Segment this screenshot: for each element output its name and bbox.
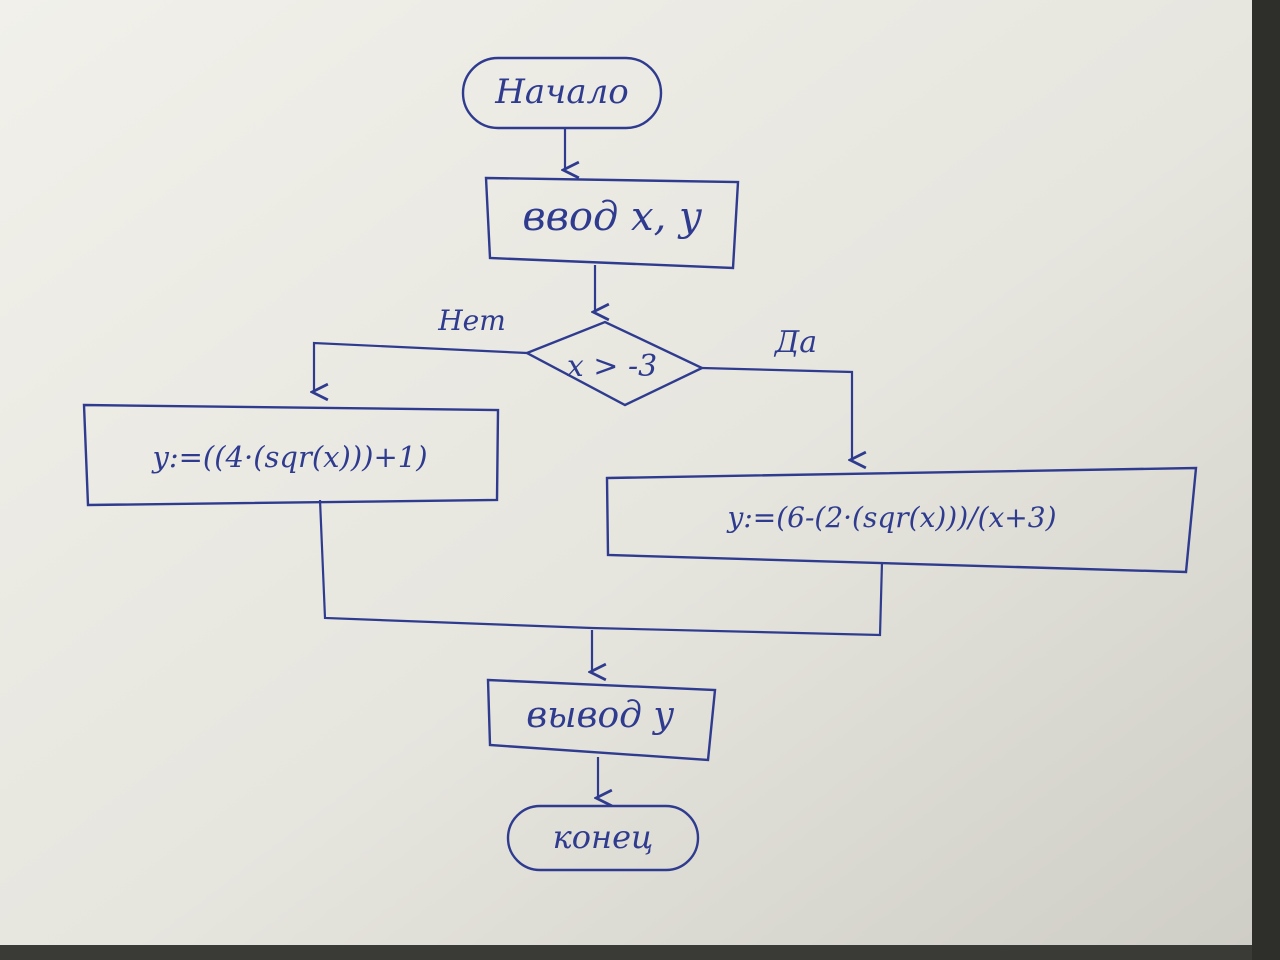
branch-no-label: Нет — [437, 304, 506, 337]
output-block: вывод y — [486, 678, 717, 762]
condition-label: x > -3 — [567, 349, 657, 384]
paper-sheet — [0, 0, 1252, 945]
process-yes-block: y:=(6-(2·(sqr(x)))/(x+3) — [605, 466, 1198, 574]
arrow-yes-branch — [701, 366, 852, 460]
table-edge — [1252, 0, 1280, 960]
end-label: конец — [553, 818, 654, 856]
input-block: ввод x, y — [484, 176, 740, 270]
input-label: ввод x, y — [522, 194, 703, 240]
branch-yes-label: Да — [773, 325, 817, 360]
process-no-label: y:=((4·(sqr(x)))+1) — [150, 440, 427, 474]
process-yes-label: y:=(6-(2·(sqr(x)))/(x+3) — [726, 501, 1057, 534]
start-label: Начало — [494, 72, 628, 112]
arrow-no-branch — [314, 341, 528, 392]
start-terminator: Начало — [461, 56, 663, 130]
process-no-block: y:=((4·(sqr(x)))+1) — [82, 403, 500, 507]
output-label: вывод y — [526, 695, 674, 736]
merge-line-left — [318, 499, 593, 630]
merge-line-right — [591, 561, 884, 637]
end-terminator: конец — [506, 804, 700, 872]
